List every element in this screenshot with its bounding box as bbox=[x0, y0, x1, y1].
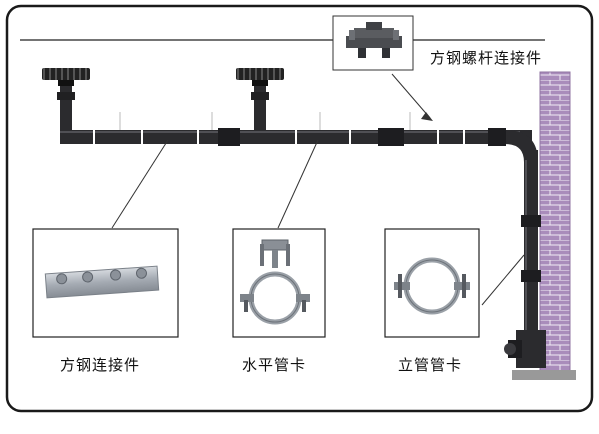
label-square-steel-connector: 方钢连接件 bbox=[60, 356, 141, 374]
outer-frame bbox=[5, 4, 594, 413]
rod-connector-inset bbox=[332, 15, 414, 71]
pipe-hangers bbox=[93, 130, 465, 144]
arrow-head bbox=[421, 112, 433, 121]
tap-left bbox=[42, 68, 90, 86]
square-steel-connector-box bbox=[32, 228, 179, 338]
label-horizontal-pipe-clamp: 水平管卡 bbox=[242, 356, 307, 374]
floor-block bbox=[512, 370, 576, 380]
label-square-steel-rod-connector: 方钢螺杆连接件 bbox=[430, 49, 543, 67]
brick-wall bbox=[539, 71, 571, 373]
horizontal-pipe-clamp-box bbox=[232, 228, 326, 338]
hanger-rods bbox=[119, 112, 411, 130]
label-vertical-pipe-clamp: 立管管卡 bbox=[398, 356, 463, 374]
vertical-pipe-clamp-box bbox=[384, 228, 480, 338]
callout-lines bbox=[111, 73, 525, 306]
tap-right bbox=[236, 68, 284, 86]
